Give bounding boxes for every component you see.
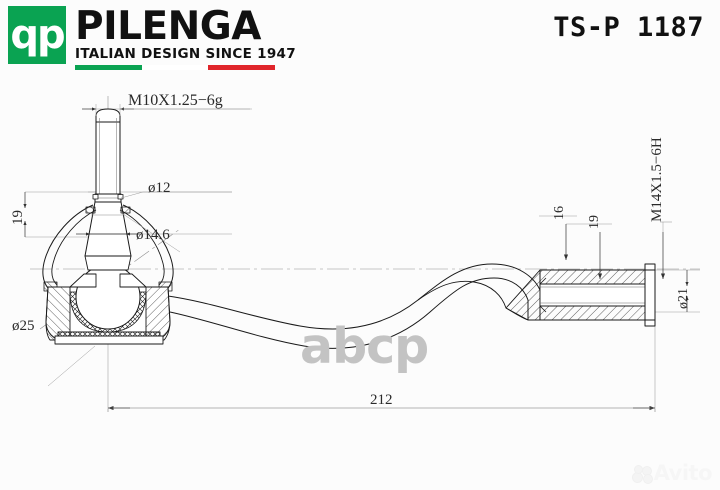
technical-drawing: M10X1.25−6g ø12 ø14.6 19 ø25 16 19 M14X1… — [0, 74, 720, 490]
part-number: TS-P 1187 — [553, 12, 704, 43]
dim-label-stud-thread: M10X1.25−6g — [128, 92, 223, 109]
dim-label-socket-19: 19 — [587, 215, 602, 229]
avito-dots-icon — [631, 465, 653, 484]
dim-label-housing-height: 19 — [10, 210, 26, 225]
brand-name: PILENGA — [75, 4, 261, 49]
logo-mark-label: qp — [10, 12, 65, 58]
logo-mark-icon: qp — [8, 6, 66, 64]
dim-label-overall-length: 212 — [370, 392, 393, 408]
brand-tagline: ITALIAN DESIGN SINCE 1947 — [75, 46, 296, 62]
brand-logo: qp PILENGA ITALIAN DESIGN SINCE 1947 — [8, 6, 296, 70]
avito-label: Avito — [653, 461, 713, 485]
watermark-abcp: abcp — [300, 318, 429, 375]
logo-text-block: PILENGA ITALIAN DESIGN SINCE 1947 — [75, 6, 296, 70]
dim-label-cone-dia: ø14.6 — [136, 227, 170, 243]
dim-label-housing-dia: ø25 — [12, 318, 35, 334]
dim-label-socket-thread: M14X1.5−6H — [649, 137, 665, 222]
dim-label-socket-16: 16 — [552, 206, 567, 220]
dim-label-socket-dia: ø21 — [676, 288, 691, 309]
header: qp PILENGA ITALIAN DESIGN SINCE 1947 TS-… — [0, 0, 720, 74]
italian-flag-icon — [75, 65, 276, 70]
watermark-avito: Avito — [631, 461, 713, 485]
dim-label-stud-dia: ø12 — [148, 180, 171, 196]
drawing-canvas: M10X1.25−6g ø12 ø14.6 19 ø25 16 19 M14X1… — [10, 92, 700, 412]
